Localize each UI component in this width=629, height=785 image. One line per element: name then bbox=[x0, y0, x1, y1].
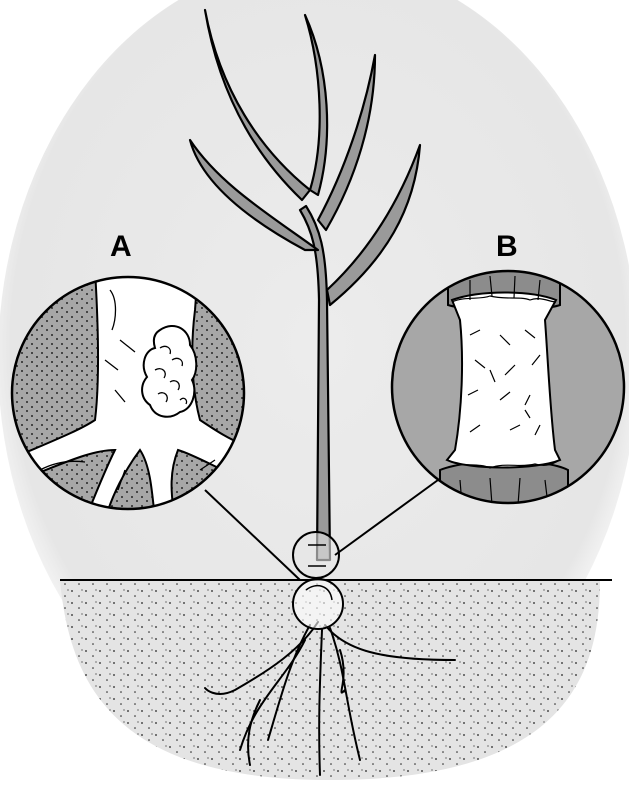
root-gall-marker bbox=[293, 579, 343, 629]
callout-label-b: B bbox=[496, 232, 518, 262]
stem-lesion-marker bbox=[293, 532, 339, 578]
callout-label-a: A bbox=[110, 232, 132, 262]
